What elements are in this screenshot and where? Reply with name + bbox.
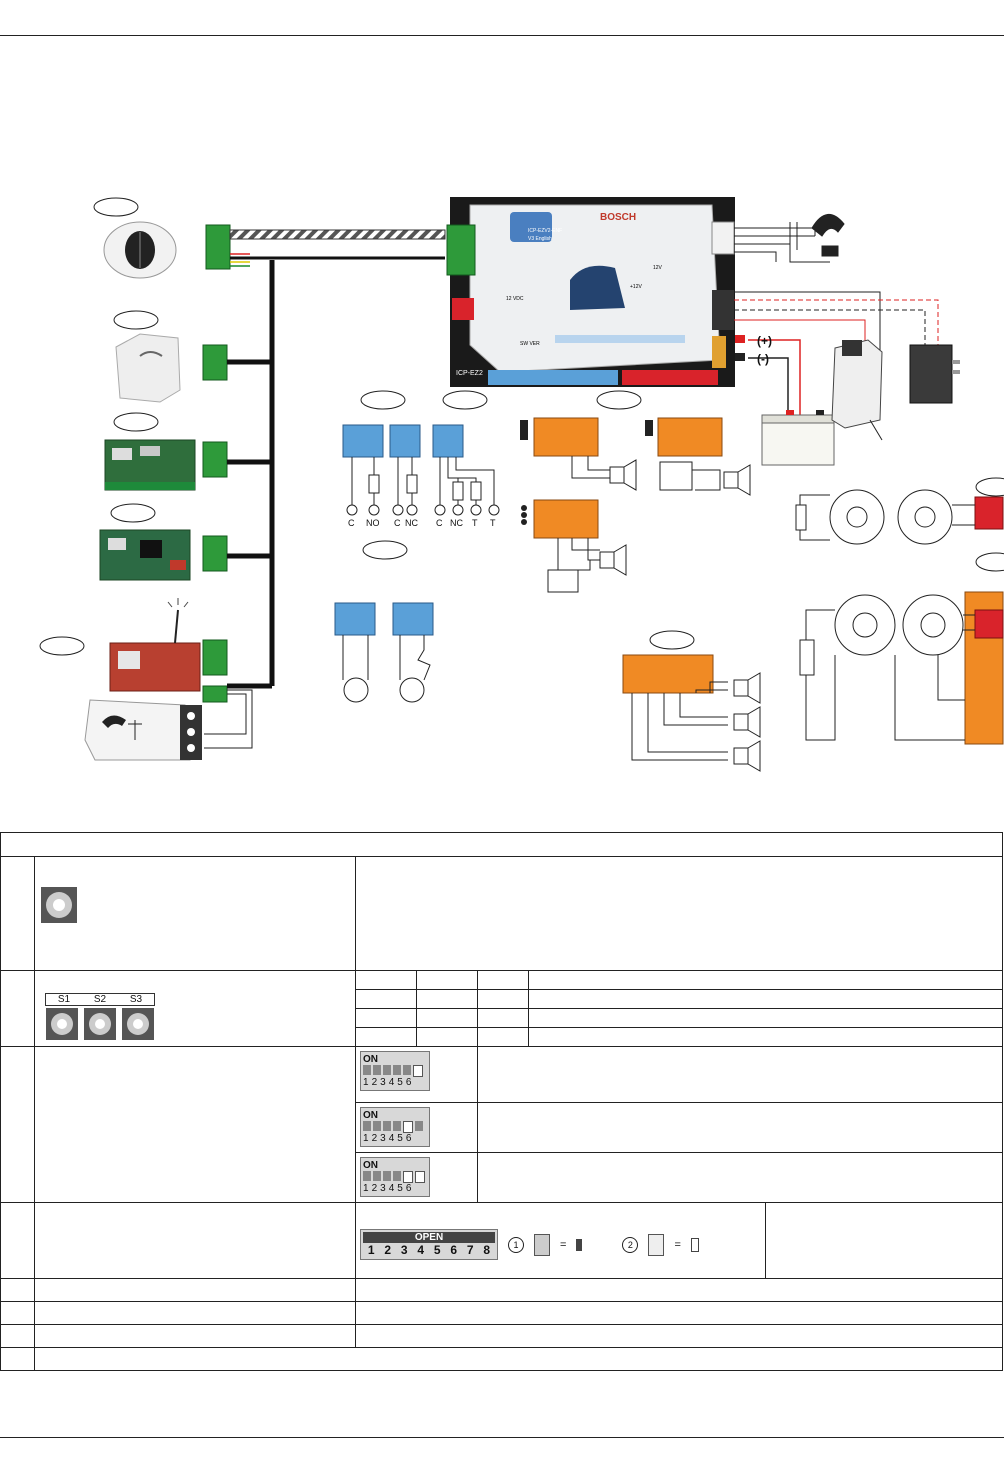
callout-1-marker: 1	[508, 1236, 524, 1253]
open-n2: 2	[384, 1243, 392, 1257]
keypad-device	[103, 221, 177, 279]
relay-terminals: C NO C NC C NC T T	[334, 424, 500, 703]
relay-1-no: NO	[366, 518, 380, 528]
relay-2-c: C	[394, 518, 401, 528]
dip2-n4: 4	[388, 1133, 395, 1144]
telephone-line	[734, 214, 845, 263]
battery-positive-label: (+)	[757, 334, 772, 348]
switch-state-icon-1	[576, 1238, 583, 1251]
dip1-n1: 1	[363, 1077, 369, 1088]
open-n7: 7	[466, 1243, 474, 1257]
dip3-n6: 6	[405, 1183, 412, 1194]
callout-ovals	[39, 197, 1004, 656]
relay-3-t1: T	[472, 518, 478, 528]
dip2-n1: 1	[363, 1133, 369, 1144]
dip1-n3: 3	[380, 1077, 386, 1088]
dip1-n6: 6	[405, 1077, 412, 1088]
dip3-on-label: ON	[363, 1160, 378, 1171]
open-n3: 3	[400, 1243, 408, 1257]
rotary-s3-label: S3	[129, 994, 143, 1005]
panel-swver-label: SW VER	[520, 341, 540, 347]
dip3-n4: 4	[388, 1183, 395, 1194]
dip2-n2: 2	[371, 1133, 378, 1144]
rotary-s2-label: S2	[93, 994, 107, 1005]
battery	[761, 410, 835, 466]
battery-negative-lead	[735, 353, 745, 361]
control-panel: BOSCH ICP-EZV2-ENF V3 English 12 VDC +12…	[446, 197, 735, 387]
rotary-switches-icons	[46, 1008, 154, 1040]
switch-state-icon-2	[690, 1237, 699, 1252]
wiring-diagram: BOSCH ICP-EZV2-ENF V3 English 12 VDC +12…	[39, 197, 1004, 772]
panel-plus12-label: +12V	[630, 284, 642, 290]
switch-off-icon	[534, 1233, 550, 1256]
rotary-s1-label: S1	[57, 994, 71, 1005]
dip1-n5: 5	[397, 1077, 403, 1088]
dip1-n4: 4	[388, 1077, 395, 1088]
dip2-n3: 3	[380, 1133, 386, 1144]
open-label: OPEN	[363, 1232, 495, 1243]
dip3-n2: 2	[371, 1183, 378, 1194]
relay-3-c: C	[436, 518, 443, 528]
transformer	[831, 339, 883, 441]
open-n6: 6	[450, 1243, 458, 1257]
power-supply-adapter	[909, 344, 960, 404]
legend-header-row	[0, 832, 1003, 857]
switch-on-icon	[648, 1233, 665, 1256]
expander-board-1	[104, 439, 196, 491]
phone-module-device	[84, 699, 202, 761]
rotary-address-cell	[34, 856, 356, 971]
relay-3-t2: T	[490, 518, 496, 528]
bus-wiring	[204, 229, 446, 749]
output-terminals	[520, 417, 1004, 772]
dip2-n5: 5	[397, 1133, 403, 1144]
top-rule	[0, 35, 1004, 36]
open-n8: 8	[483, 1243, 491, 1257]
dip1-n2: 2	[371, 1077, 378, 1088]
relay-1-c: C	[348, 518, 355, 528]
motion-sensor-device	[115, 333, 181, 403]
dip3-n3: 3	[380, 1183, 386, 1194]
equals-sign-2: =	[674, 1238, 681, 1251]
panel-language-label: V3 English	[528, 236, 552, 242]
battery-negative-label: (-)	[757, 352, 769, 366]
panel-board-label: ICP-EZ2	[456, 370, 483, 377]
panel-12v-label: 12V	[653, 265, 663, 271]
open-n4: 4	[417, 1243, 425, 1257]
battery-positive-lead	[735, 335, 745, 343]
expander-board-2	[99, 529, 191, 581]
left-terminal-blocks	[202, 224, 231, 703]
open-n5: 5	[433, 1243, 441, 1257]
callout-2-marker: 2	[622, 1236, 639, 1253]
rotary-switch-icon	[41, 887, 77, 923]
bottom-rule	[0, 1437, 1004, 1438]
dip3-n1: 1	[363, 1183, 369, 1194]
open-n1: 1	[367, 1243, 375, 1257]
dip2-on-label: ON	[363, 1110, 378, 1121]
dip3-n5: 5	[397, 1183, 403, 1194]
dip1-on-label: ON	[363, 1054, 378, 1065]
wireless-receiver-device	[109, 598, 201, 692]
rotary-switches-cell: S1 S2 S3	[34, 970, 356, 1047]
relay-3-nc: NC	[450, 518, 463, 528]
equals-sign-1: =	[560, 1238, 567, 1251]
panel-brand: BOSCH	[600, 212, 636, 223]
panel-vdc-label: 12 VDC	[506, 296, 524, 302]
smoke-detectors	[795, 489, 975, 741]
relay-2-nc: NC	[405, 518, 418, 528]
dip2-n6: 6	[405, 1133, 412, 1144]
panel-model-label: ICP-EZV2-ENF	[528, 228, 562, 234]
